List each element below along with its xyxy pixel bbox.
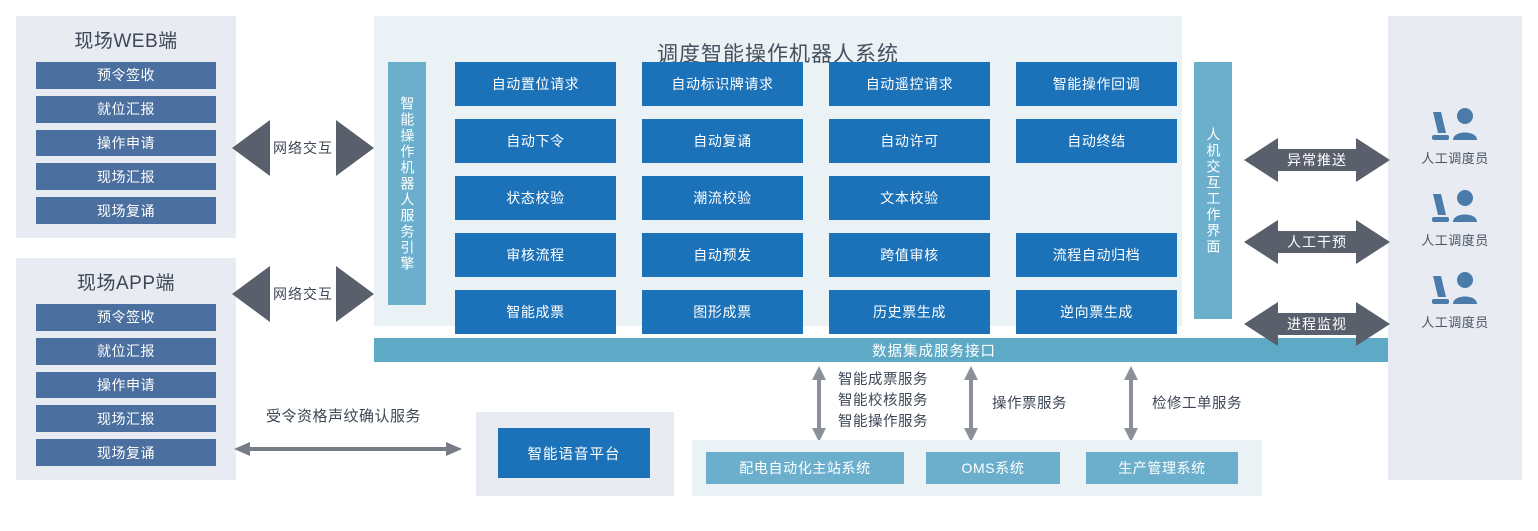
arrow-network-app <box>232 258 374 330</box>
app-item-1[interactable]: 就位汇报 <box>36 337 216 365</box>
service-label-line-0: 智能成票服务 <box>838 372 928 388</box>
app-item-3[interactable]: 现场汇报 <box>36 405 216 433</box>
func-box-1-0[interactable]: 自动下令 <box>455 119 616 163</box>
engine-vertical-bar: 智能操作机器人服务引擎 <box>388 62 426 305</box>
arrow-maintenance-order-service <box>1122 366 1140 442</box>
arrow-network-web <box>232 112 374 184</box>
func-box-3-3[interactable]: 流程自动归档 <box>1016 233 1177 277</box>
bottom-system-0[interactable]: 配电自动化主站系统 <box>706 452 904 484</box>
arrow-manual-intervention <box>1244 214 1390 270</box>
arrow-operation-ticket-service <box>962 366 980 442</box>
service-label-line-2: 智能操作服务 <box>838 414 928 430</box>
operator-desk-icon <box>1432 190 1477 222</box>
hmi-vertical-bar: 人机交互工作界面 <box>1194 62 1232 319</box>
double-arrow-shape <box>232 120 374 176</box>
voice-arrow-label: 受令资格声纹确认服务 <box>266 408 422 425</box>
func-box-1-3[interactable]: 自动终结 <box>1016 119 1177 163</box>
arrow-network-app-label: 网络交互 <box>273 286 333 302</box>
app-item-0[interactable]: 预令签收 <box>36 304 216 331</box>
arrow-ticket-services <box>810 366 828 442</box>
function-grid: 自动置位请求 自动标识牌请求 自动遥控请求 智能操作回调 自动下令 自动复诵 自… <box>455 62 1185 334</box>
func-box-2-2[interactable]: 文本校验 <box>829 176 990 220</box>
panel-app-client-title: 现场APP端 <box>76 273 176 294</box>
bottom-system-2[interactable]: 生产管理系统 <box>1086 452 1238 484</box>
operator-label-0: 人工调度员 <box>1421 151 1489 166</box>
arrow-exception-push-label: 异常推送 <box>1287 152 1347 168</box>
operator-entry-2: 人工调度员 <box>1388 270 1522 331</box>
arrow-process-monitor <box>1244 296 1390 352</box>
func-box-4-0[interactable]: 智能成票 <box>455 290 616 334</box>
func-box-2-0[interactable]: 状态校验 <box>455 176 616 220</box>
web-item-3[interactable]: 现场汇报 <box>36 163 216 191</box>
func-box-4-3[interactable]: 逆向票生成 <box>1016 290 1177 334</box>
panel-web-client-title: 现场WEB端 <box>74 31 178 52</box>
func-box-0-1[interactable]: 自动标识牌请求 <box>642 62 803 106</box>
vertical-double-arrow-shape <box>812 366 826 442</box>
service-label-maintenance-order: 检修工单服务 <box>1152 396 1242 412</box>
panel-web-client: 现场WEB端 预令签收 就位汇报 操作申请 现场汇报 现场复诵 <box>16 16 236 238</box>
center-system-title: 调度智能操作机器人系统 <box>657 43 899 66</box>
func-box-3-2[interactable]: 跨值审核 <box>829 233 990 277</box>
service-label-ticket-group: 智能成票服务 智能校核服务 智能操作服务 <box>838 370 928 433</box>
func-box-3-0[interactable]: 审核流程 <box>455 233 616 277</box>
vertical-double-arrow-shape <box>964 366 978 442</box>
double-arrow-shape <box>1244 302 1390 346</box>
func-box-2-1[interactable]: 潮流校验 <box>642 176 803 220</box>
operator-desk-icon <box>1432 108 1477 140</box>
web-item-1[interactable]: 就位汇报 <box>36 95 216 123</box>
operator-desk-icon <box>1432 272 1477 304</box>
app-item-4[interactable]: 现场复诵 <box>36 439 216 466</box>
func-box-0-2[interactable]: 自动遥控请求 <box>829 62 990 106</box>
app-item-2[interactable]: 操作申请 <box>36 371 216 399</box>
service-label-operation-ticket: 操作票服务 <box>992 396 1067 412</box>
operator-entry-1: 人工调度员 <box>1388 188 1522 249</box>
panel-operators <box>1388 16 1522 480</box>
data-integration-bar: 数据集成服务接口 <box>374 338 1494 362</box>
func-box-1-1[interactable]: 自动复诵 <box>642 119 803 163</box>
arrow-manual-intervention-label: 人工干预 <box>1287 234 1347 250</box>
double-arrow-shape <box>1244 138 1390 182</box>
voice-platform-box[interactable]: 智能语音平台 <box>498 428 650 478</box>
vertical-double-arrow-shape <box>1124 366 1138 442</box>
operator-entry-0: 人工调度员 <box>1388 106 1522 167</box>
operator-label-2: 人工调度员 <box>1421 315 1489 330</box>
func-box-4-2[interactable]: 历史票生成 <box>829 290 990 334</box>
arrow-network-web-label: 网络交互 <box>273 140 333 156</box>
web-item-2[interactable]: 操作申请 <box>36 129 216 157</box>
arrow-voice-service <box>234 440 462 458</box>
double-arrow-shape <box>1244 220 1390 264</box>
double-arrow-line-shape <box>234 442 462 456</box>
arrow-process-monitor-label: 进程监视 <box>1287 316 1347 332</box>
func-box-0-3[interactable]: 智能操作回调 <box>1016 62 1177 106</box>
web-item-4[interactable]: 现场复诵 <box>36 197 216 224</box>
web-item-0[interactable]: 预令签收 <box>36 62 216 89</box>
arrow-exception-push <box>1244 132 1390 188</box>
operator-label-1: 人工调度员 <box>1421 233 1489 248</box>
func-box-1-2[interactable]: 自动许可 <box>829 119 990 163</box>
func-box-3-1[interactable]: 自动预发 <box>642 233 803 277</box>
func-box-0-0[interactable]: 自动置位请求 <box>455 62 616 106</box>
double-arrow-shape <box>232 266 374 322</box>
bottom-system-1[interactable]: OMS系统 <box>926 452 1060 484</box>
service-label-line-1: 智能校核服务 <box>838 393 928 409</box>
panel-app-client: 现场APP端 预令签收 就位汇报 操作申请 现场汇报 现场复诵 <box>16 258 236 480</box>
func-box-4-1[interactable]: 图形成票 <box>642 290 803 334</box>
